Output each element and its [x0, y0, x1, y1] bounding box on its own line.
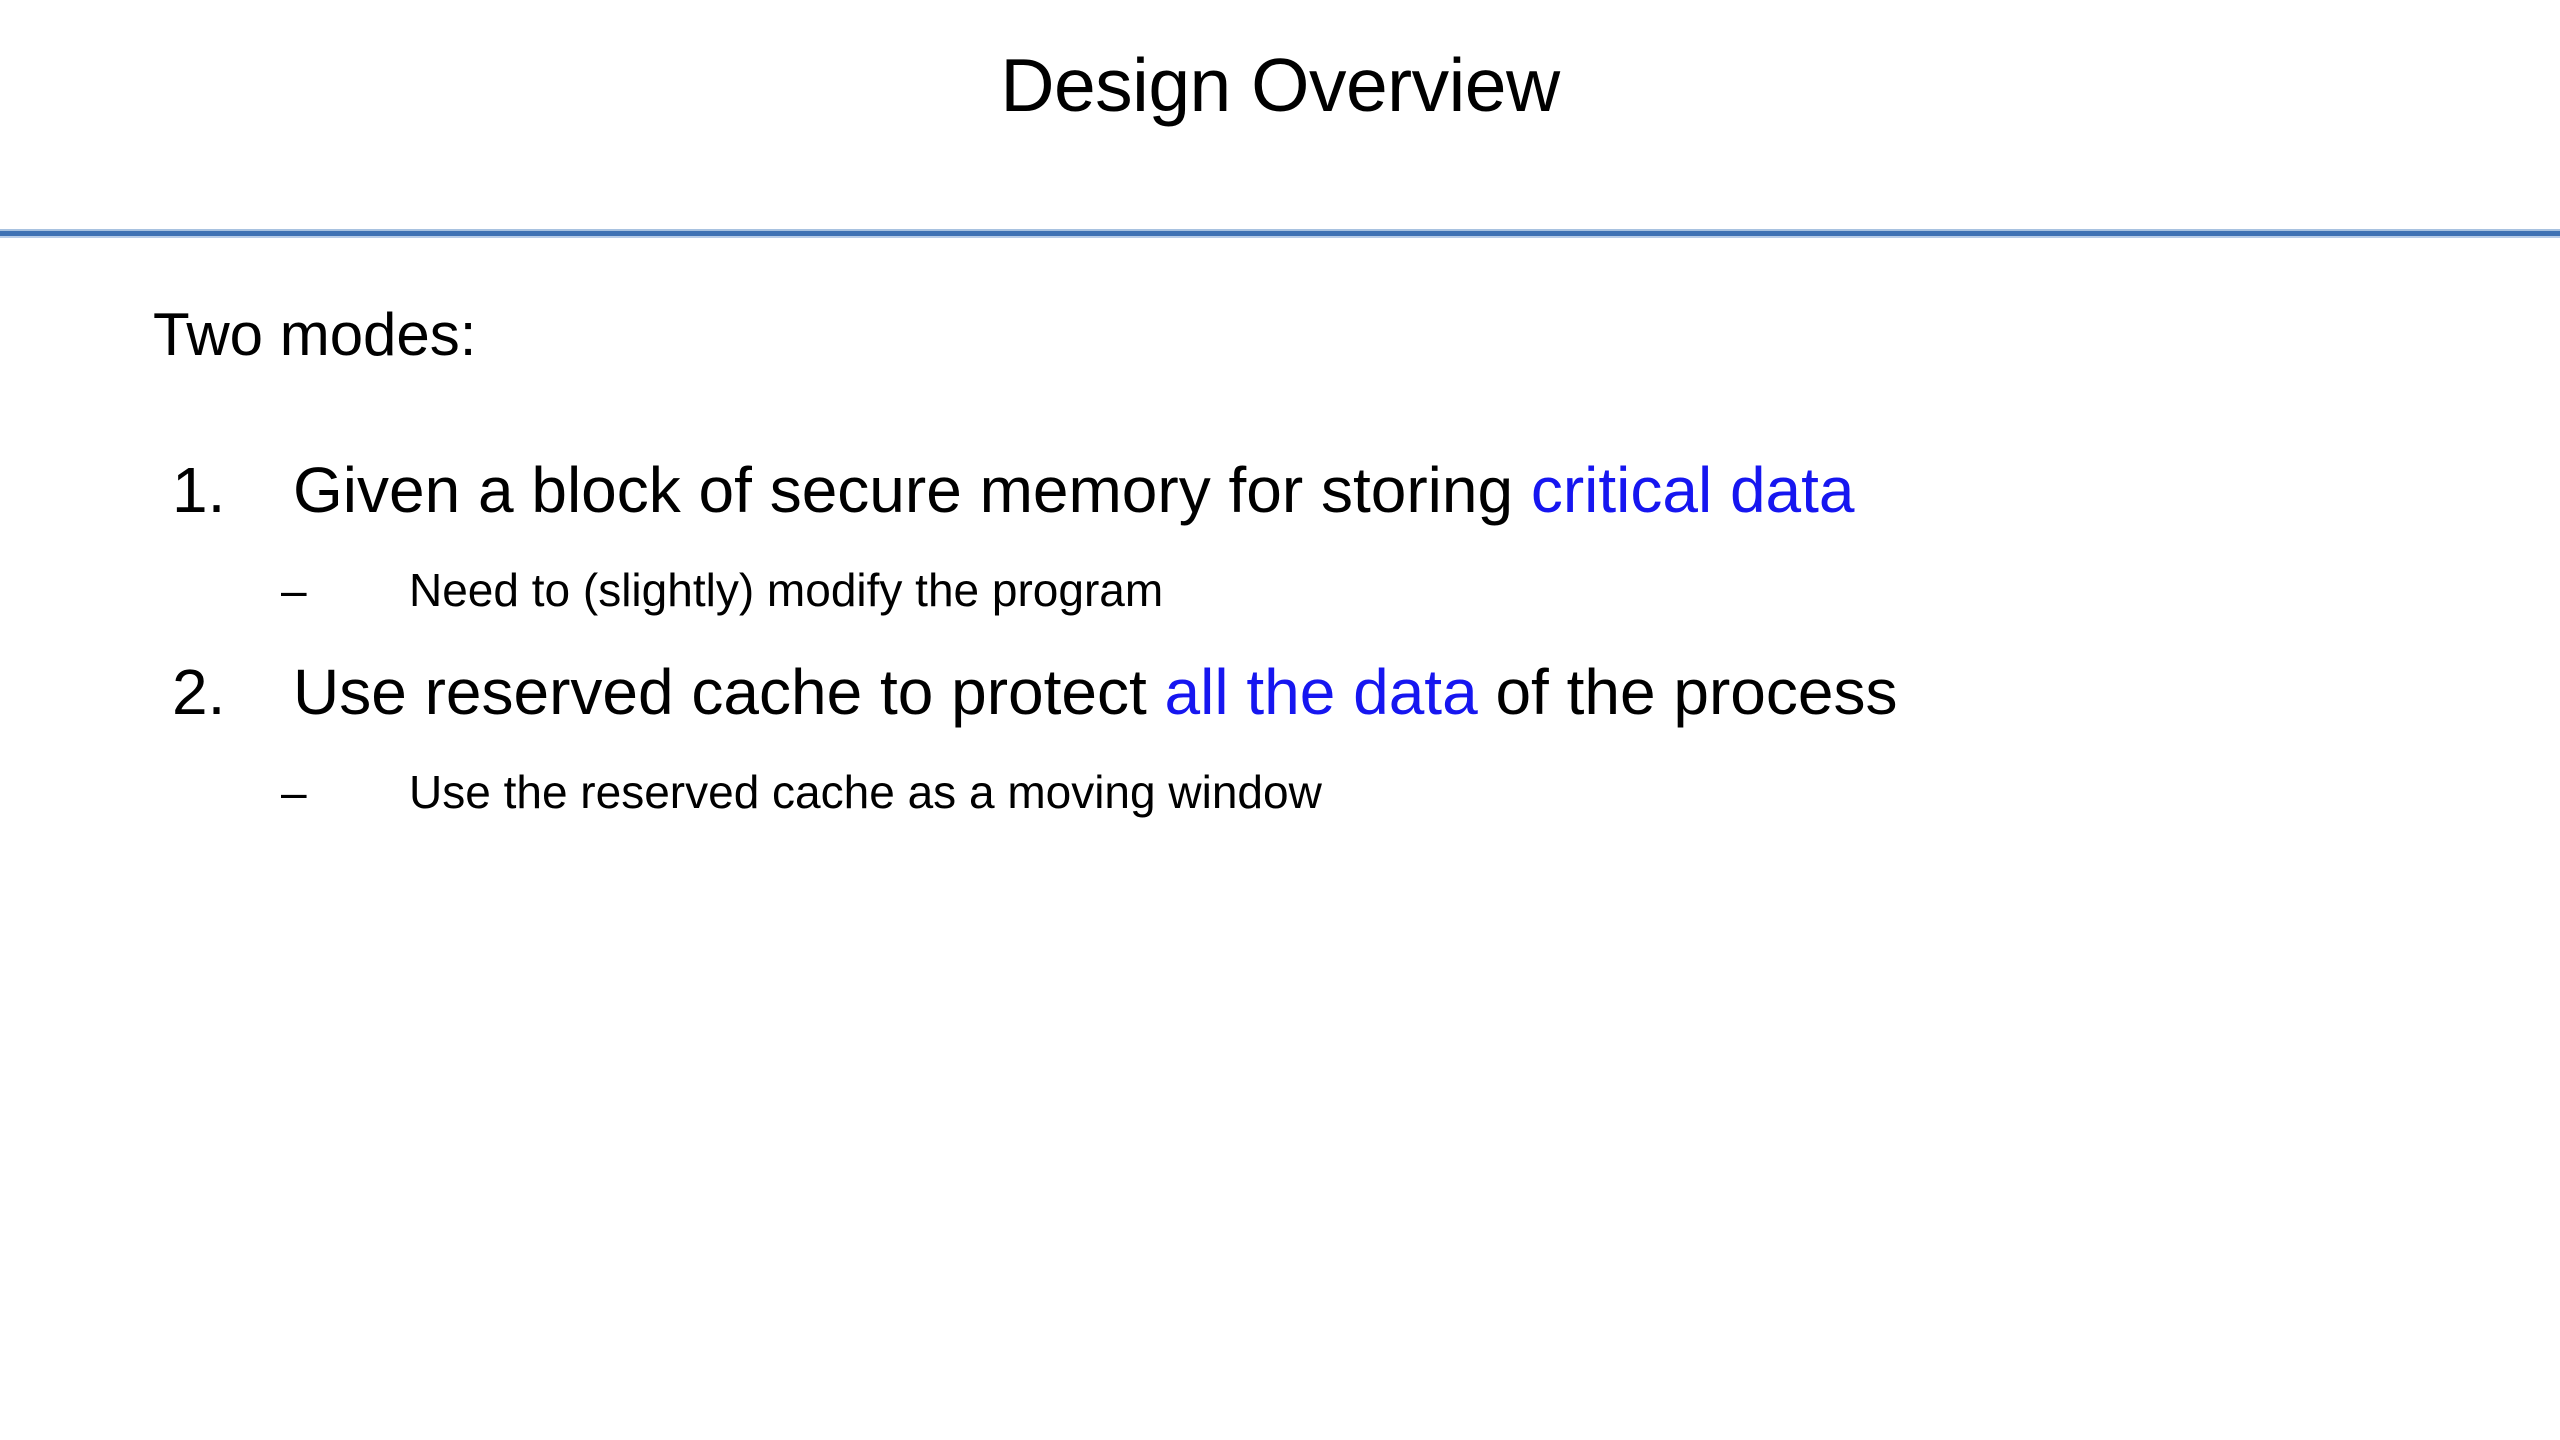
list-item-marker: 2.: [172, 656, 226, 728]
lead-in-text: Two modes:: [153, 301, 477, 368]
sub-list-item: – Use the reserved cache as a moving win…: [0, 766, 2400, 859]
sub-list-item-marker: –: [281, 564, 307, 616]
list-item-text: Use reserved cache to protect all the da…: [293, 656, 1898, 729]
list-item-text: Given a block of secure memory for stori…: [293, 454, 1855, 527]
title-divider: [0, 229, 2560, 238]
list-item-text-after: of the process: [1477, 656, 1898, 728]
list-item-highlight: critical data: [1530, 454, 1855, 526]
title-divider-core: [0, 231, 2560, 236]
list-item-highlight: all the data: [1164, 656, 1478, 728]
list-item-text-before: Given a block of secure memory for stori…: [293, 454, 1531, 526]
list-item: 1. Given a block of secure memory for st…: [0, 454, 2400, 549]
sub-list-item: – Need to (slightly) modify the program: [0, 564, 2400, 657]
title-divider-shadow: [0, 236, 2560, 238]
page-title: Design Overview: [1000, 43, 1560, 127]
list-item: 2. Use reserved cache to protect all the…: [0, 656, 2400, 751]
sub-list-item-text: Need to (slightly) modify the program: [409, 564, 1164, 616]
list-item-marker: 1.: [172, 454, 226, 526]
sub-list-item-text: Use the reserved cache as a moving windo…: [409, 766, 1322, 818]
sub-list-item-marker: –: [281, 766, 307, 818]
list-item-text-before: Use reserved cache to protect: [293, 656, 1165, 728]
title-divider-highlight: [0, 229, 2560, 231]
